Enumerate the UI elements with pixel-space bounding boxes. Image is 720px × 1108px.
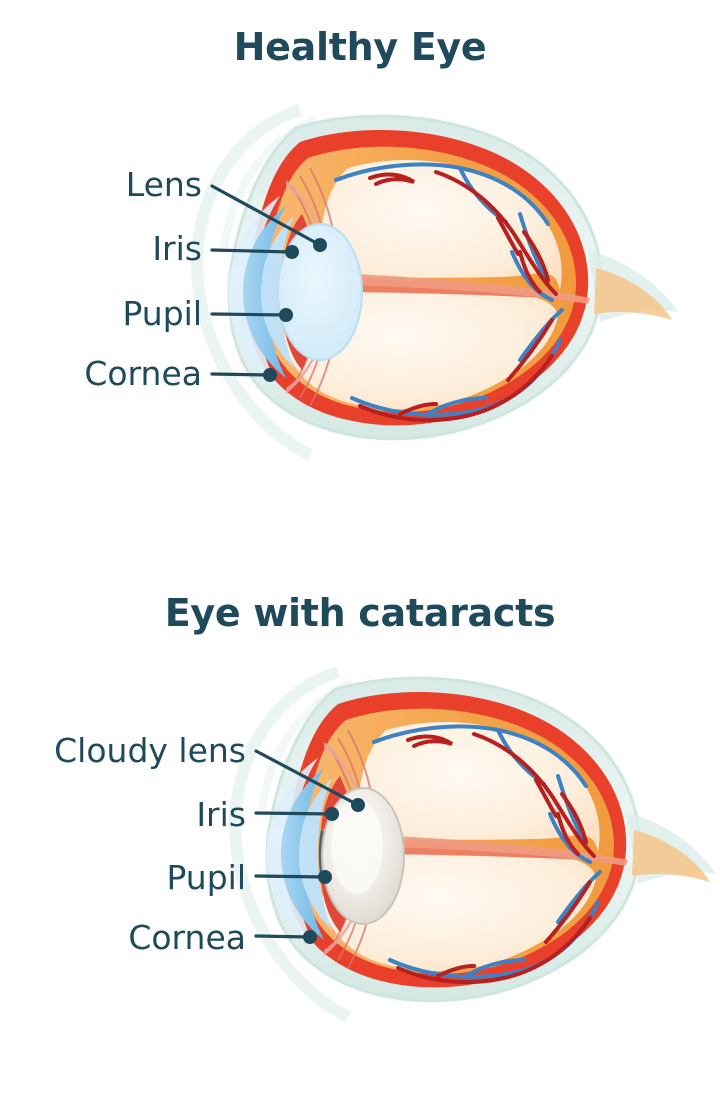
cataract-opacity-highlight	[331, 798, 383, 894]
callout-label-cloudy-lens: Cloudy lens	[54, 731, 246, 770]
leader-lines-group	[254, 749, 360, 939]
ciliary-body-upper	[324, 742, 364, 810]
optic-nerve-core	[632, 830, 710, 882]
callout-label-iris: Iris	[152, 229, 202, 268]
page-title-healthy-eye: Healthy Eye	[233, 25, 487, 69]
callout-label-cornea: Cornea	[128, 918, 246, 957]
ciliary-body-lower	[324, 888, 364, 956]
leader-dot-pupil	[318, 870, 332, 884]
leader-line-cornea	[254, 934, 312, 939]
leader-dot-cloudy-lens	[351, 798, 365, 812]
optic-nerve-core	[594, 268, 672, 320]
leader-dot-iris	[325, 807, 339, 821]
hyaloid-canal-highlight	[316, 272, 590, 304]
callout-label-iris: Iris	[196, 795, 246, 834]
leader-line-iris	[210, 248, 294, 254]
crystalline-lens-clear	[277, 223, 363, 361]
vitreous-upper-chamber	[359, 722, 600, 852]
retinal-arteries	[396, 732, 596, 985]
callout-label-pupil: Pupil	[166, 858, 246, 897]
leader-dot-iris	[285, 245, 299, 259]
anterior-chamber	[298, 778, 332, 930]
leader-line-iris	[254, 811, 334, 816]
callout-label-cornea: Cornea	[84, 354, 202, 393]
figure-healthy-eye: Healthy Eye	[84, 25, 678, 461]
callout-label-lens: Lens	[125, 165, 202, 204]
leader-line-lens	[210, 184, 322, 247]
callout-label-pupil: Pupil	[122, 294, 202, 333]
ciliary-body-lower	[286, 326, 326, 394]
leader-dot-cornea	[303, 930, 317, 944]
leader-dots-group	[303, 798, 365, 944]
conjunctiva-wisp-upper	[191, 104, 313, 461]
leader-dot-lens	[313, 238, 327, 252]
eyeball-group	[191, 104, 678, 461]
leader-lines-group	[210, 184, 322, 377]
hyaloid-canal-highlight	[354, 834, 628, 866]
vitreous-upper-chamber	[321, 160, 562, 290]
leader-dot-pupil	[279, 308, 293, 322]
healthy-eye-diagram	[191, 104, 678, 461]
figure-eye-with-cataracts: Eye with cataracts	[0, 554, 720, 1108]
cataract-eye-diagram	[229, 666, 716, 1023]
ciliary-body-upper	[286, 180, 326, 248]
leader-dots-group	[263, 238, 327, 382]
retinal-arteries	[358, 170, 558, 423]
page-title-eye-with-cataracts: Eye with cataracts	[164, 591, 556, 635]
leader-line-cornea	[210, 372, 272, 377]
leader-dot-cornea	[263, 368, 277, 382]
leader-line-pupil	[210, 312, 288, 317]
leader-line-cloudy-lens	[254, 749, 360, 807]
eyeball-group	[229, 666, 716, 1023]
leader-line-pupil	[254, 874, 327, 879]
conjunctiva-wisp-upper	[229, 666, 351, 1023]
